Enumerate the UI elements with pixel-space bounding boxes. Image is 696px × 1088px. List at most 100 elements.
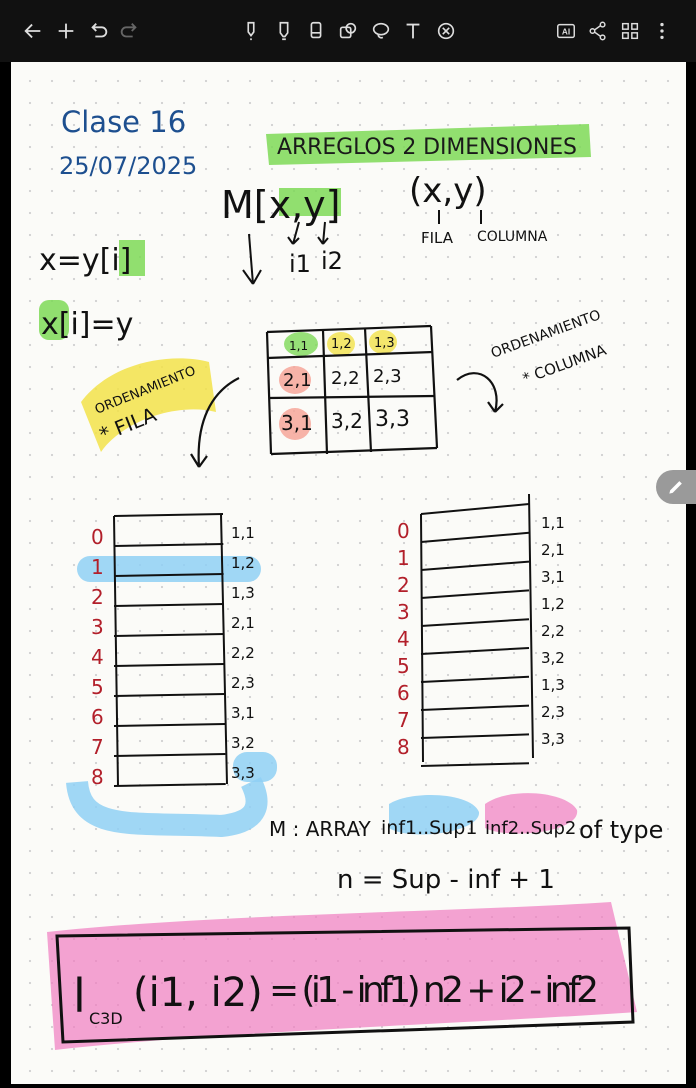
m-notation: M[x,y] [221, 183, 341, 227]
array-index: 1 [397, 546, 410, 570]
array-cell-label: 2,3 [541, 703, 565, 721]
top-toolbar: AI [0, 0, 696, 62]
columna-label: COLUMNA [477, 229, 548, 245]
array-cell-label: 2,2 [541, 622, 565, 640]
array-cell-label: 3,1 [541, 568, 565, 586]
array-index: 3 [91, 615, 104, 639]
array-index: 8 [397, 735, 410, 759]
array-cell-line [113, 783, 226, 787]
matrix-cell: 2,3 [373, 366, 402, 387]
eq1-highlight [119, 240, 145, 276]
eq2-highlight [39, 300, 69, 340]
formula-lhs: l [73, 969, 86, 1023]
array-cell-label: 2,3 [231, 674, 255, 692]
array-cell-line [113, 603, 224, 607]
array-range-1: inf1..Sup1 [381, 817, 477, 839]
array-cell-line [113, 693, 225, 697]
formula-subscript: C3D [89, 1009, 123, 1028]
matrix-3x3: 1,1 1,2 1,3 2,1 2,2 2,3 3,1 3,2 3,3 [265, 324, 439, 456]
add-icon[interactable] [51, 15, 81, 47]
array-cell-line [113, 543, 224, 547]
array-index: 7 [397, 708, 410, 732]
array-index: 4 [91, 645, 104, 669]
columna-star-label: * COLUMNA [520, 341, 609, 388]
array-cell-line [420, 762, 530, 767]
array-index: 0 [397, 519, 410, 543]
xy-pair: (x,y) [409, 171, 487, 211]
range2-highlight [485, 793, 578, 834]
array-index: 2 [91, 585, 104, 609]
array-cell-label: 1,3 [541, 676, 565, 694]
array-cell-label: 2,1 [231, 614, 255, 632]
array-cell-line [420, 647, 530, 655]
array-range-2: inf2..Sup2 [485, 818, 576, 839]
marker-icon[interactable] [269, 15, 299, 47]
xy-highlight [279, 188, 341, 216]
fila-highlight [81, 358, 216, 452]
eraser-icon[interactable] [301, 15, 331, 47]
array-cell-label: 3,2 [541, 649, 565, 667]
more-icon[interactable] [647, 15, 677, 47]
edit-pen-button[interactable] [656, 470, 696, 504]
array-cell-line [420, 531, 530, 543]
array-cell-line [113, 663, 225, 667]
matrix-cell: 3,3 [375, 407, 410, 432]
date-label: 25/07/2025 [59, 152, 197, 180]
formula-args: (i1, i2) [133, 970, 263, 1016]
array-index: 1 [91, 555, 104, 579]
note-canvas[interactable]: Clase 16 25/07/2025 ARREGLOS 2 DIMENSION… [11, 62, 686, 1084]
array-index: 7 [91, 735, 104, 759]
array-cell-label: 1,2 [541, 595, 565, 613]
array-cell-label: 3,1 [231, 704, 255, 722]
array-cell-line [113, 573, 224, 577]
fila-label: FILA [421, 229, 454, 247]
formula-rhs: = (i1 - inf1) n2 + i2 - inf2 [269, 970, 599, 1011]
array-cell-label: 2,2 [231, 644, 255, 662]
matrix-cell: 1,3 [374, 336, 395, 351]
array-cell-line [420, 675, 530, 683]
ai-icon[interactable]: AI [551, 15, 581, 47]
array-cell-line [113, 513, 224, 517]
matrix-cell: 1,1 [289, 339, 308, 353]
matrix-cell: 3,1 [281, 411, 313, 435]
undo-icon[interactable] [84, 15, 114, 47]
matrix-cell: 1,2 [331, 337, 352, 352]
array-cell-line [420, 704, 530, 711]
array-cell-line [420, 560, 530, 571]
shapes-icon[interactable] [333, 15, 363, 47]
array-cell-label: 2,1 [541, 541, 565, 559]
array-cell-line [420, 589, 530, 599]
array-cell-label: 1,1 [541, 514, 565, 532]
lasso-icon[interactable] [366, 15, 396, 47]
array-index: 8 [91, 765, 104, 789]
array-cell-label: 1,3 [231, 584, 255, 602]
matrix-cell: 2,1 [283, 370, 312, 391]
close-circle-icon[interactable] [431, 15, 461, 47]
array-cell-line [113, 633, 225, 637]
handwritten-notes: Clase 16 25/07/2025 ARREGLOS 2 DIMENSION… [39, 105, 663, 1050]
array-cell-label: 1,2 [231, 554, 255, 572]
equation-1: x=y[i] [39, 243, 131, 278]
clase-label: Clase 16 [61, 105, 186, 139]
ai-label: AI [562, 28, 570, 37]
i1-label: i1 [289, 250, 311, 278]
array-cell-line [113, 723, 226, 727]
formula-highlight [47, 902, 637, 1050]
array-index: 6 [91, 705, 104, 729]
array-index: 2 [397, 573, 410, 597]
matrix-cell: 3,2 [331, 409, 363, 433]
grid-icon[interactable] [615, 15, 645, 47]
note-title: ARREGLOS 2 DIMENSIONES [277, 135, 577, 160]
share-icon[interactable] [583, 15, 613, 47]
array-index: 4 [397, 627, 410, 651]
redo-icon[interactable] [114, 15, 144, 47]
array-cell-line [420, 503, 530, 515]
back-icon[interactable] [18, 15, 48, 47]
array-cell-label: 3,3 [231, 764, 255, 782]
array-cell-label: 3,3 [541, 730, 565, 748]
array-index: 0 [91, 525, 104, 549]
text-icon[interactable] [398, 15, 428, 47]
pen-icon[interactable] [236, 15, 266, 47]
